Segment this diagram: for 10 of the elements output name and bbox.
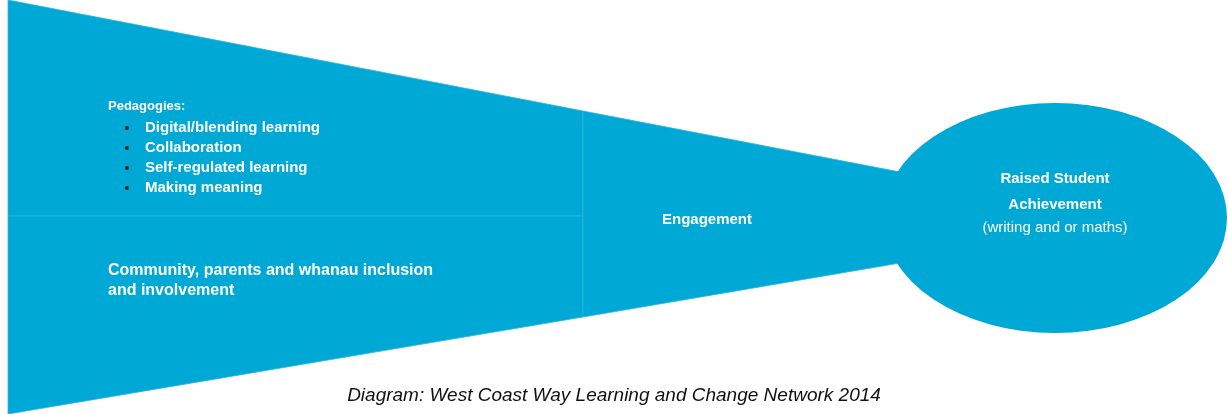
body-text: Self-regulated learning: [145, 157, 308, 177]
body-text: Digital/blending learning: [145, 117, 320, 137]
heading-text: Pedagogies:: [108, 97, 186, 115]
caption: Diagram: West Coast Way Learning and Change Network 2014: [347, 384, 881, 406]
body-text: Collaboration: [145, 137, 242, 157]
body-text: Making meaning: [145, 177, 263, 197]
body-text: (writing and or maths): [981, 217, 1129, 237]
heading-text: Raised Student Achievement: [999, 168, 1111, 214]
body-text: Community, parents and whanau inclusion and involvement: [108, 260, 435, 300]
body-text: Engagement: [661, 209, 753, 229]
